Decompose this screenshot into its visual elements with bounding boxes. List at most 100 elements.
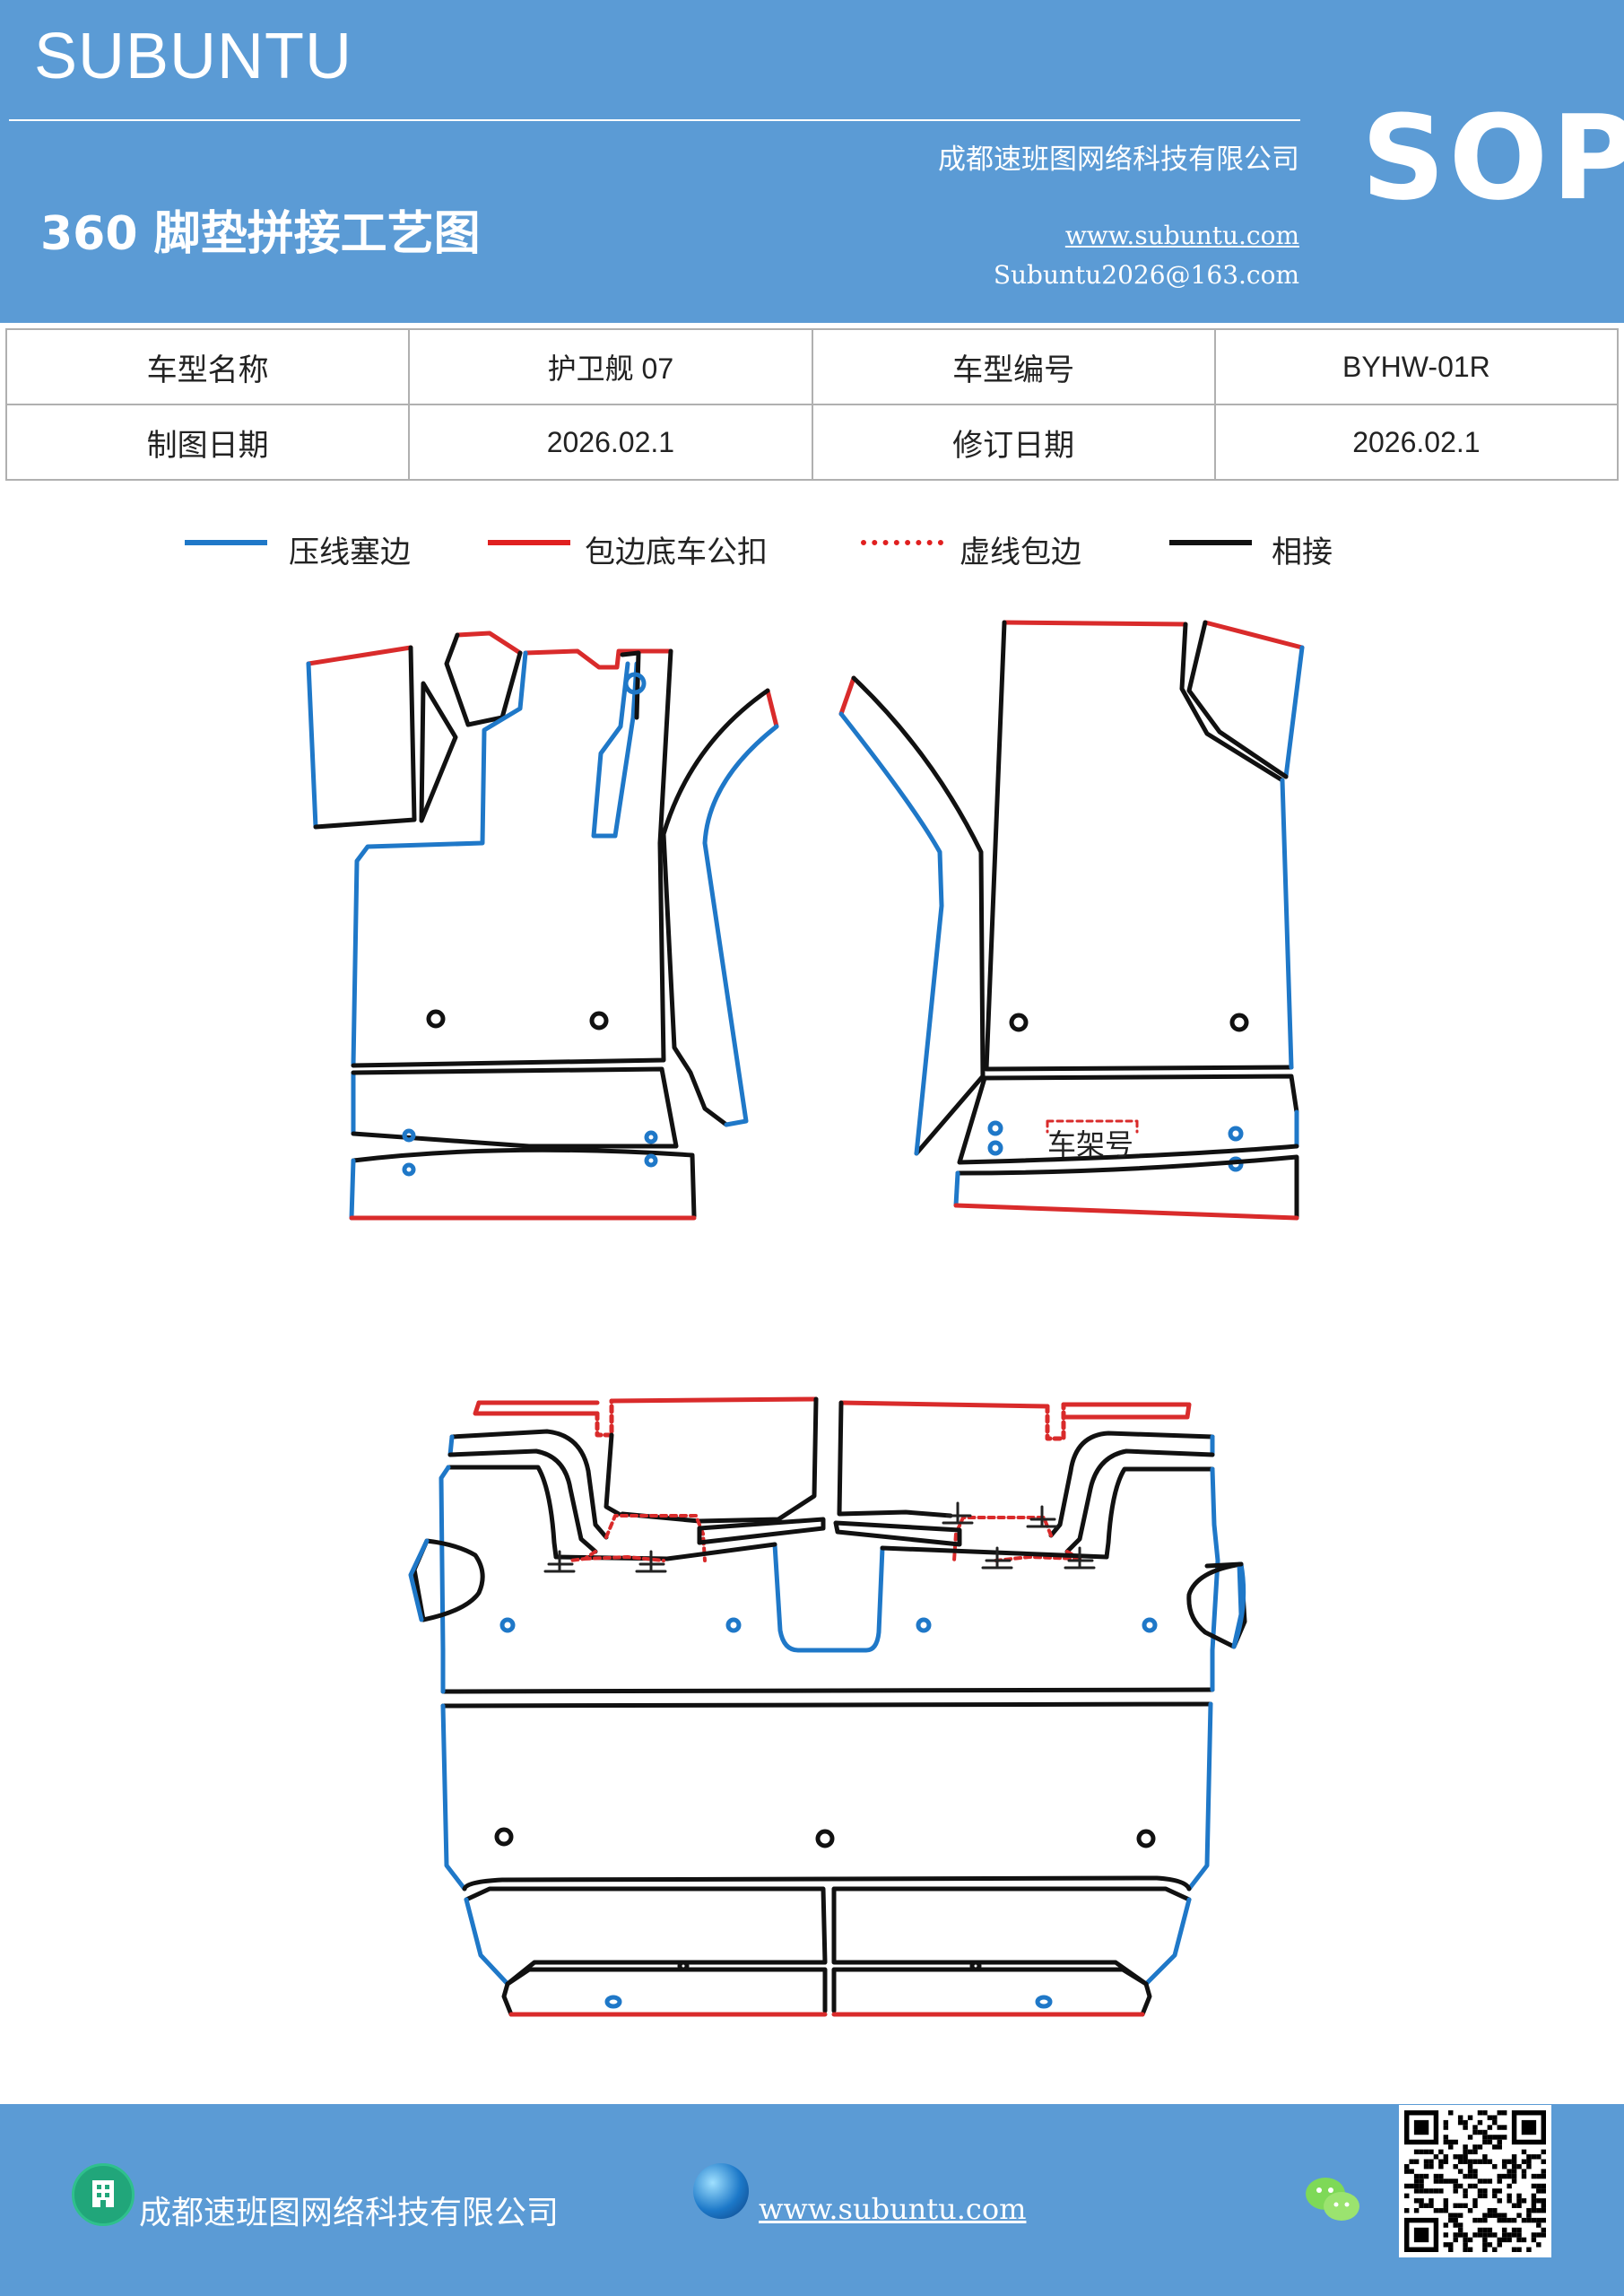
mat-edge	[1048, 1431, 1215, 1538]
mat-edge	[1186, 1701, 1213, 1892]
mat-edge	[1203, 620, 1305, 650]
clip-symbol	[635, 1550, 667, 1573]
mat-edge	[1283, 645, 1305, 779]
footer-banner: 成都速班图网络科技有限公司 www.subuntu.com	[0, 2104, 1624, 2296]
mat-edge	[455, 631, 523, 656]
label-model-name: 车型名称	[4, 328, 411, 405]
mat-edge	[462, 1875, 1192, 1892]
value-model-name: 护卫舰 07	[408, 328, 813, 405]
header-divider	[9, 119, 1300, 121]
mat-edge	[1045, 1402, 1066, 1441]
mat-edge	[620, 650, 641, 720]
mat-edge	[351, 650, 528, 1068]
mat-hole	[987, 1120, 1003, 1136]
mat-hole	[1035, 1995, 1053, 2009]
mat-edge	[1186, 1561, 1247, 1649]
mat-edge	[440, 1687, 1215, 1694]
footer-company-name: 成都速班图网络科技有限公司	[139, 2195, 560, 2231]
mat-edge	[505, 1967, 828, 2013]
legend-label: 虚线包边	[960, 535, 1081, 570]
mat-edge	[984, 620, 1294, 1072]
website-link[interactable]: www.subuntu.com	[1064, 221, 1299, 250]
vin-marker	[1046, 1119, 1139, 1134]
mat-edge	[349, 1158, 356, 1221]
building-icon	[72, 2163, 135, 2226]
mat-hole	[916, 1617, 932, 1633]
mat-hole	[604, 1995, 622, 2009]
footer-website-link[interactable]: www.subuntu.com	[759, 2192, 1027, 2226]
mat-edge	[851, 675, 986, 1156]
mat-edge	[595, 1398, 614, 1438]
mat-edge	[1204, 1561, 1244, 1569]
legend-swatch-red	[488, 540, 570, 545]
rear-mat	[408, 1396, 1247, 2017]
vehicle-info-table: 车型名称 护卫舰 07 车型编号 BYHW-01R 制图日期 2026.02.1…	[4, 328, 1620, 481]
email-address: Subuntu2026@163.com	[993, 260, 1299, 290]
front-left-mat	[306, 631, 779, 1221]
qr-code[interactable]	[1399, 2105, 1551, 2257]
mat-edge	[446, 1465, 559, 1560]
globe-icon	[693, 2163, 749, 2219]
table-row: 制图日期 2026.02.1 修订日期 2026.02.1	[4, 404, 1620, 481]
mat-hole	[969, 1960, 982, 1972]
clip-symbol	[1026, 1505, 1058, 1528]
label-model-code: 车型编号	[811, 328, 1216, 405]
mat-edge	[1210, 1466, 1220, 1653]
mat-hole	[402, 1162, 416, 1177]
mat-hole	[499, 1617, 516, 1633]
wechat-icon	[1302, 2172, 1365, 2226]
mat-hole	[402, 1128, 416, 1143]
mat-hole	[987, 1140, 1003, 1156]
value-model-code: BYHW-01R	[1213, 328, 1620, 405]
mat-edge	[702, 724, 779, 1127]
mat-edge	[1179, 622, 1285, 783]
mat-hole	[426, 1009, 446, 1029]
mat-hole	[1136, 1829, 1156, 1848]
mat-hole	[677, 1960, 690, 1972]
sop-badge: SOP	[1361, 90, 1624, 226]
mat-edge	[473, 1400, 600, 1416]
mat-edge	[697, 1517, 826, 1545]
mat-edge	[838, 1400, 1050, 1409]
label-draw-date: 制图日期	[4, 404, 411, 481]
mat-hole	[494, 1827, 514, 1847]
mat-edge	[351, 648, 673, 1068]
mat-edge	[772, 1542, 885, 1653]
value-revise-date: 2026.02.1	[1213, 404, 1620, 481]
mat-edge	[306, 661, 318, 830]
mat-edge	[447, 1434, 455, 1457]
mat-hole	[725, 1617, 742, 1633]
clip-symbol	[543, 1550, 576, 1573]
mat-edge	[1140, 1981, 1152, 2017]
table-row: 车型名称 护卫舰 07 车型编号 BYHW-01R	[4, 328, 1620, 405]
clip-symbol	[942, 1501, 974, 1525]
mat-edge	[523, 648, 673, 670]
legend-swatch-black	[1169, 540, 1252, 545]
mat-hole	[815, 1829, 835, 1848]
mat-edge	[1064, 1448, 1215, 1554]
mat-edge	[953, 1203, 1299, 1221]
mat-edge	[1143, 1897, 1192, 1987]
mat-edge	[661, 688, 770, 1127]
mat-edge	[501, 1981, 514, 2017]
mat-edge	[664, 1542, 1109, 1561]
front-right-mat: 车架号	[838, 620, 1305, 1221]
mat-edge	[955, 1154, 1299, 1221]
label-revise-date: 修订日期	[811, 404, 1216, 481]
mat-edge	[1104, 1466, 1215, 1560]
mat-edge	[313, 645, 417, 830]
mat-edge	[620, 1396, 819, 1524]
mat-edge	[831, 1967, 1149, 2013]
mat-edge	[464, 1897, 510, 1987]
mat-edge	[351, 1066, 679, 1149]
legend-swatch-red-dotted	[861, 540, 943, 545]
value-draw-date: 2026.02.1	[408, 404, 813, 481]
qr-code-image	[1404, 2110, 1546, 2252]
mat-edge	[838, 675, 856, 717]
mat-edge	[982, 1074, 1299, 1115]
mat-edge	[837, 1400, 953, 1518]
mat-hole	[644, 1153, 658, 1168]
mat-edge	[957, 1075, 1299, 1165]
mat-edge	[408, 1538, 430, 1622]
mat-edge	[449, 1429, 609, 1540]
